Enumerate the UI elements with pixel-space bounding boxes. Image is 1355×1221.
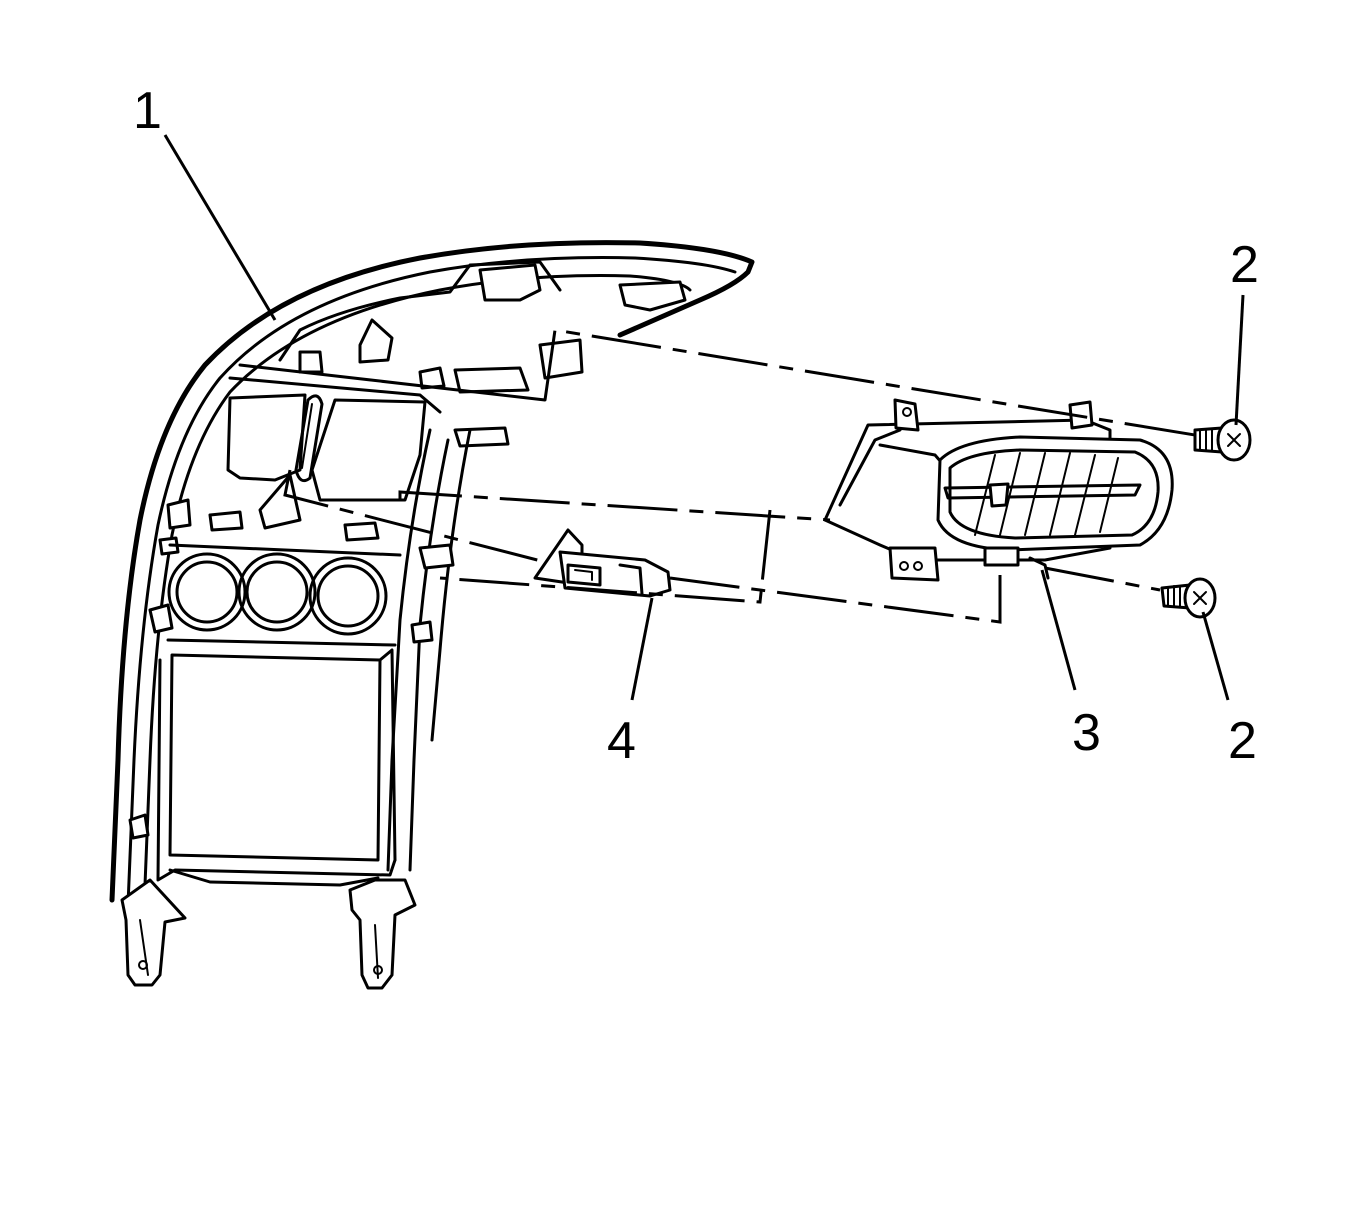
air-outlet xyxy=(823,398,1174,582)
callout-2-screw-upper: 2 xyxy=(1230,236,1259,294)
leader-lines xyxy=(163,134,1245,701)
gauge-opening-right xyxy=(308,556,388,636)
instrument-panel-bezel xyxy=(109,240,755,990)
screw-lower xyxy=(1160,577,1217,619)
outlet-bracket xyxy=(533,528,672,598)
gauge-opening-center xyxy=(237,552,317,632)
gauge-opening-left xyxy=(167,552,247,632)
screw-upper xyxy=(1193,418,1252,462)
installation-lines xyxy=(283,328,1196,624)
callout-1-bezel: 1 xyxy=(133,82,162,140)
callout-3-air-outlet: 3 xyxy=(1072,704,1101,762)
callout-4-bracket: 4 xyxy=(607,712,636,770)
callout-2-screw-lower: 2 xyxy=(1228,712,1257,770)
